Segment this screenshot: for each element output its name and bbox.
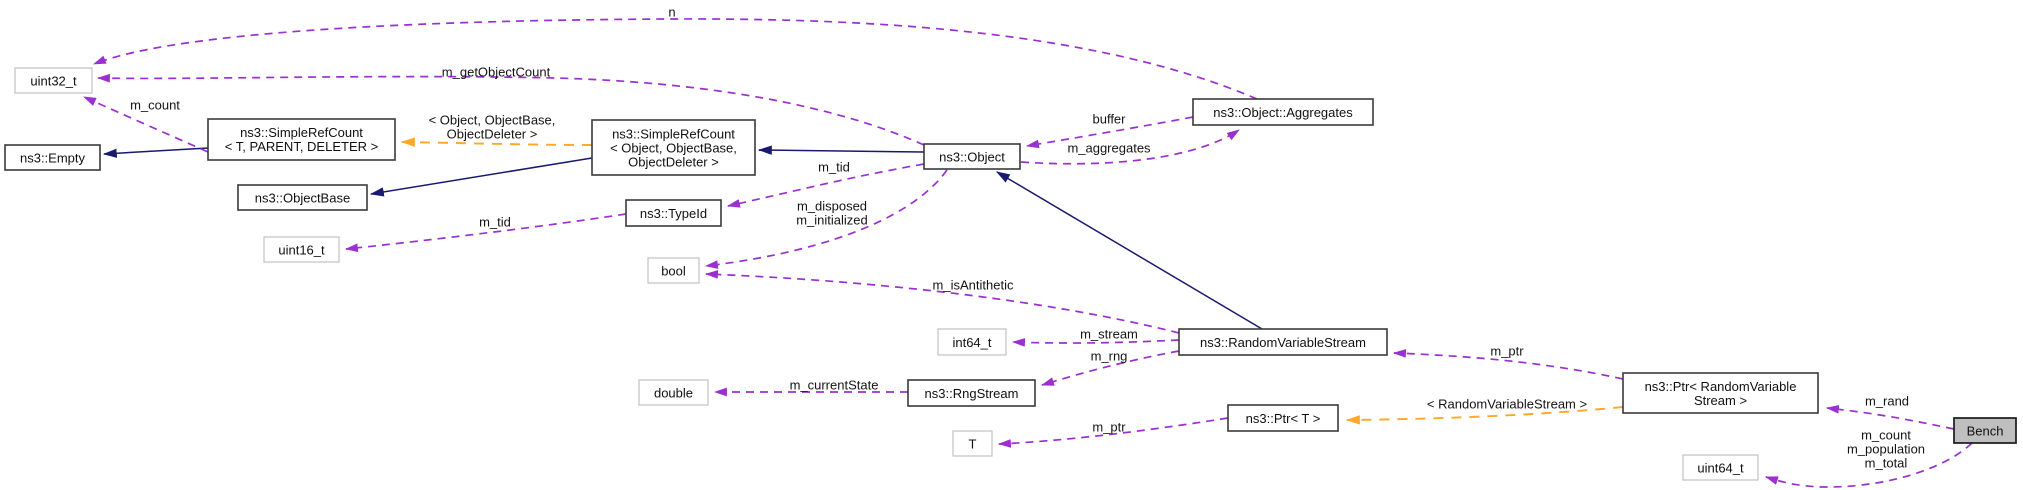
node-bench: Bench: [1953, 417, 2017, 444]
edge-usage-rand: [1825, 404, 1955, 430]
edge-label-stream: m_stream: [1080, 327, 1138, 342]
node-ns3-simplerefcount-t-parent-deleter[interactable]: ns3::SimpleRefCount < T, PARENT, DELETER…: [207, 118, 396, 161]
edge-label-getobjectcount: m_getObjectCount: [442, 65, 551, 80]
svg-text:ns3::Object: ns3::Object: [939, 150, 1005, 165]
svg-text:bool: bool: [661, 264, 686, 279]
node-uint32-t: uint32_t: [14, 67, 93, 94]
edge-label-rng: m_rng: [1091, 349, 1128, 364]
edge-usage-tid-typeid: [344, 213, 627, 253]
node-uint16-t: uint16_t: [263, 236, 340, 263]
edge-usage-rng: [1040, 350, 1180, 386]
edge-label-bench-population: m_population: [1847, 442, 1925, 457]
edge-usage-disposed-initialized: [704, 169, 948, 269]
edge-usage-count: [83, 96, 209, 153]
edge-usage-tid-object: [726, 163, 925, 208]
edge-inherit-simplerefcountObj-objectbase: [369, 157, 593, 197]
edge-label-template-rvs: < RandomVariableStream >: [1427, 397, 1587, 412]
edge-template-simplerefcount: [400, 137, 593, 147]
svg-text:ns3::ObjectBase: ns3::ObjectBase: [255, 191, 350, 206]
edge-label-ptr-lower: m_ptr: [1092, 420, 1126, 435]
edge-label-ptr-upper: m_ptr: [1490, 344, 1524, 359]
svg-text:int64_t: int64_t: [952, 335, 991, 350]
svg-text:Bench: Bench: [1967, 424, 2004, 439]
svg-text:ns3::RngStream: ns3::RngStream: [925, 386, 1019, 401]
edge-label-n: n: [668, 5, 675, 20]
svg-text:ns3::SimpleRefCount: ns3::SimpleRefCount: [240, 125, 363, 140]
node-t: T: [952, 430, 993, 457]
edge-label-template-object-line1: < Object, ObjectBase,: [429, 113, 556, 128]
node-bool: bool: [647, 257, 700, 284]
node-int64-t: int64_t: [937, 328, 1007, 356]
edge-inherit-object-simplerefcountObj: [757, 145, 925, 155]
svg-text:ns3::RandomVariableStream: ns3::RandomVariableStream: [1200, 335, 1366, 350]
svg-text:ns3::Empty: ns3::Empty: [20, 151, 86, 166]
edge-label-buffer: buffer: [1092, 112, 1126, 127]
svg-text:double: double: [654, 386, 693, 401]
svg-text:ns3::Ptr< RandomVariable: ns3::Ptr< RandomVariable: [1645, 379, 1797, 394]
edge-label-bench-total: m_total: [1865, 456, 1908, 471]
edge-label-tid-typeid: m_tid: [479, 215, 511, 230]
svg-text:uint16_t: uint16_t: [278, 243, 325, 258]
edges: [83, 18, 1973, 488]
node-ns3-rngstream[interactable]: ns3::RngStream: [907, 379, 1036, 407]
edge-usage-n: [92, 18, 1258, 100]
edge-label-disposed: m_disposed: [797, 199, 867, 214]
edge-template-ptr: [1345, 406, 1624, 425]
svg-text:< T, PARENT, DELETER >: < T, PARENT, DELETER >: [225, 139, 378, 154]
edge-usage-isantithetic: [704, 270, 1180, 334]
edge-inherit-rvs-object: [995, 171, 1263, 330]
node-uint64-t: uint64_t: [1682, 454, 1759, 481]
node-double: double: [638, 379, 709, 406]
edge-label-template-object-line2: ObjectDeleter >: [447, 127, 538, 142]
edge-label-initialized: m_initialized: [796, 213, 868, 228]
node-ns3-ptr-randomvariablestream[interactable]: ns3::Ptr< RandomVariable Stream >: [1622, 372, 1819, 414]
svg-text:< Object, ObjectBase,: < Object, ObjectBase,: [610, 141, 737, 156]
node-ns3-typeid[interactable]: ns3::TypeId: [625, 199, 722, 227]
node-ns3-randomvariablestream[interactable]: ns3::RandomVariableStream: [1178, 328, 1388, 356]
svg-text:ns3::Object::Aggregates: ns3::Object::Aggregates: [1213, 105, 1353, 120]
edge-label-count: m_count: [130, 98, 180, 113]
svg-text:T: T: [969, 437, 977, 452]
svg-text:ns3::SimpleRefCount: ns3::SimpleRefCount: [612, 127, 735, 142]
edge-usage-aggregates: [1020, 129, 1240, 165]
svg-text:ns3::TypeId: ns3::TypeId: [640, 206, 707, 221]
edge-label-bench-count: m_count: [1861, 428, 1911, 443]
edge-label-rand: m_rand: [1865, 394, 1909, 409]
node-ns3-empty[interactable]: ns3::Empty: [4, 144, 101, 171]
svg-text:ns3::Ptr< T >: ns3::Ptr< T >: [1246, 411, 1321, 426]
edge-inherit-simplerefcountT-empty: [102, 147, 209, 158]
svg-text:ObjectDeleter >: ObjectDeleter >: [628, 155, 719, 170]
node-ns3-objectbase[interactable]: ns3::ObjectBase: [237, 184, 368, 211]
edge-usage-bench-counts: [1764, 442, 1973, 488]
edge-label-isantithetic: m_isAntithetic: [933, 278, 1014, 293]
node-ns3-simplerefcount-object-objectbase-objectdeleter[interactable]: ns3::SimpleRefCount < Object, ObjectBase…: [591, 119, 756, 176]
edge-usage-buffer: [1025, 116, 1194, 149]
node-ns3-ptr-t[interactable]: ns3::Ptr< T >: [1227, 404, 1339, 432]
edge-usage-ptr-t: [997, 417, 1229, 448]
edge-usage-stream: [1011, 338, 1180, 347]
svg-text:Stream >: Stream >: [1694, 393, 1747, 408]
edge-usage-ptr-rvs: [1392, 349, 1624, 380]
svg-text:uint64_t: uint64_t: [1697, 461, 1744, 476]
nodes: uint32_t ns3::Empty ns3::SimpleRefCount …: [4, 67, 2017, 481]
edge-labels: n m_getObjectCount m_count < Object, Obj…: [130, 5, 1925, 471]
node-ns3-object-aggregates[interactable]: ns3::Object::Aggregates: [1192, 98, 1374, 126]
edge-label-currentstate: m_currentState: [790, 378, 879, 393]
edge-label-aggregates: m_aggregates: [1067, 141, 1151, 156]
node-ns3-object[interactable]: ns3::Object: [923, 143, 1021, 170]
edge-label-tid-object: m_tid: [818, 160, 850, 175]
svg-text:uint32_t: uint32_t: [30, 74, 77, 89]
